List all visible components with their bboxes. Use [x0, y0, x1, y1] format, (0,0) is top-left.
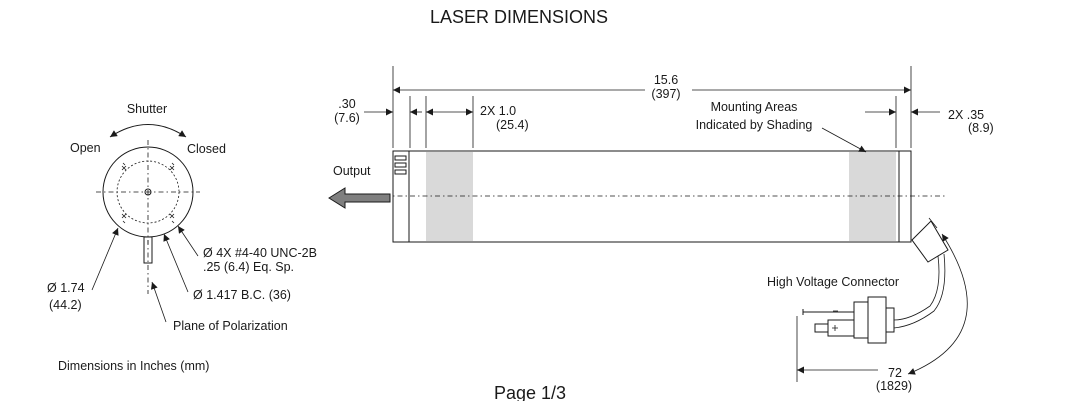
cable-tick	[928, 217, 938, 229]
diameter-mm-label: (44.2)	[49, 298, 82, 312]
output-label: Output	[333, 164, 371, 178]
connector-flange	[867, 296, 887, 344]
hv-connector-label: High Voltage Connector	[767, 275, 899, 289]
mount-width-label: 2X 1.0	[480, 104, 516, 118]
cable-length-mm: (1829)	[876, 379, 912, 393]
drawing-title: LASER DIMENSIONS	[430, 7, 608, 27]
shutter-label: Shutter	[127, 102, 167, 116]
polarization-label: Plane of Polarization	[173, 319, 288, 333]
diameter-in-label: Ø 1.74	[47, 281, 85, 295]
cable-length-in: 72	[888, 366, 902, 380]
bolt-circle-leader	[163, 233, 189, 293]
front-mounting-area	[426, 152, 473, 241]
units-note: Dimensions in Inches (mm)	[58, 359, 209, 373]
mounting-areas-line2: Indicated by Shading	[696, 118, 813, 132]
overall-length-mm: (397)	[651, 87, 680, 101]
mounting-holes	[121, 162, 175, 224]
mounting-areas-line1: Mounting Areas	[711, 100, 798, 114]
closed-label: Closed	[187, 142, 226, 156]
front-slot-1	[394, 155, 407, 161]
connector-sleeve	[827, 319, 855, 337]
output-arrow	[328, 187, 391, 209]
shutter-rotation-arrow	[109, 124, 187, 138]
cable-length-arc	[907, 233, 968, 375]
end-gap-mm: (7.6)	[334, 111, 360, 125]
end-gap-in: .30	[338, 97, 355, 111]
connector-body	[853, 301, 869, 339]
side-view: Output 15.6 (397) .30 (7.6) 2X 1.0 (25.4…	[328, 66, 994, 393]
open-label: Open	[70, 141, 101, 155]
bolt-circle-label: Ø 1.417 B.C. (36)	[193, 288, 291, 302]
mounting-areas-leader	[821, 127, 867, 153]
laser-tube-body	[392, 150, 912, 243]
rear-gap-label: 2X .35	[948, 108, 984, 122]
connector-boot	[885, 307, 895, 333]
hole-spec-leader	[177, 225, 199, 257]
overall-length-in: 15.6	[654, 73, 678, 87]
hole-spec-line1: Ø 4X #4-40 UNC-2B	[203, 246, 317, 260]
connector-plus-mark	[832, 325, 838, 331]
hole-spec-line2: .25 (6.4) Eq. Sp.	[203, 260, 294, 274]
connector-pin-tip	[814, 323, 829, 333]
end-view: Shutter Open Closed Ø 4X #4-40 UNC-2B .2…	[47, 102, 317, 333]
end-view-lead	[143, 236, 153, 264]
cable-strain-relief	[911, 220, 949, 263]
rear-gap-mm: (8.9)	[968, 121, 994, 135]
front-slot-2	[394, 162, 407, 168]
front-slot-3	[394, 169, 407, 175]
diameter-leader	[91, 227, 119, 291]
page-number: Page 1/3	[494, 383, 566, 401]
polarization-leader	[151, 281, 167, 323]
rear-mounting-area	[849, 152, 896, 241]
hv-cable-1	[893, 255, 940, 321]
mount-width-mm: (25.4)	[496, 118, 529, 132]
